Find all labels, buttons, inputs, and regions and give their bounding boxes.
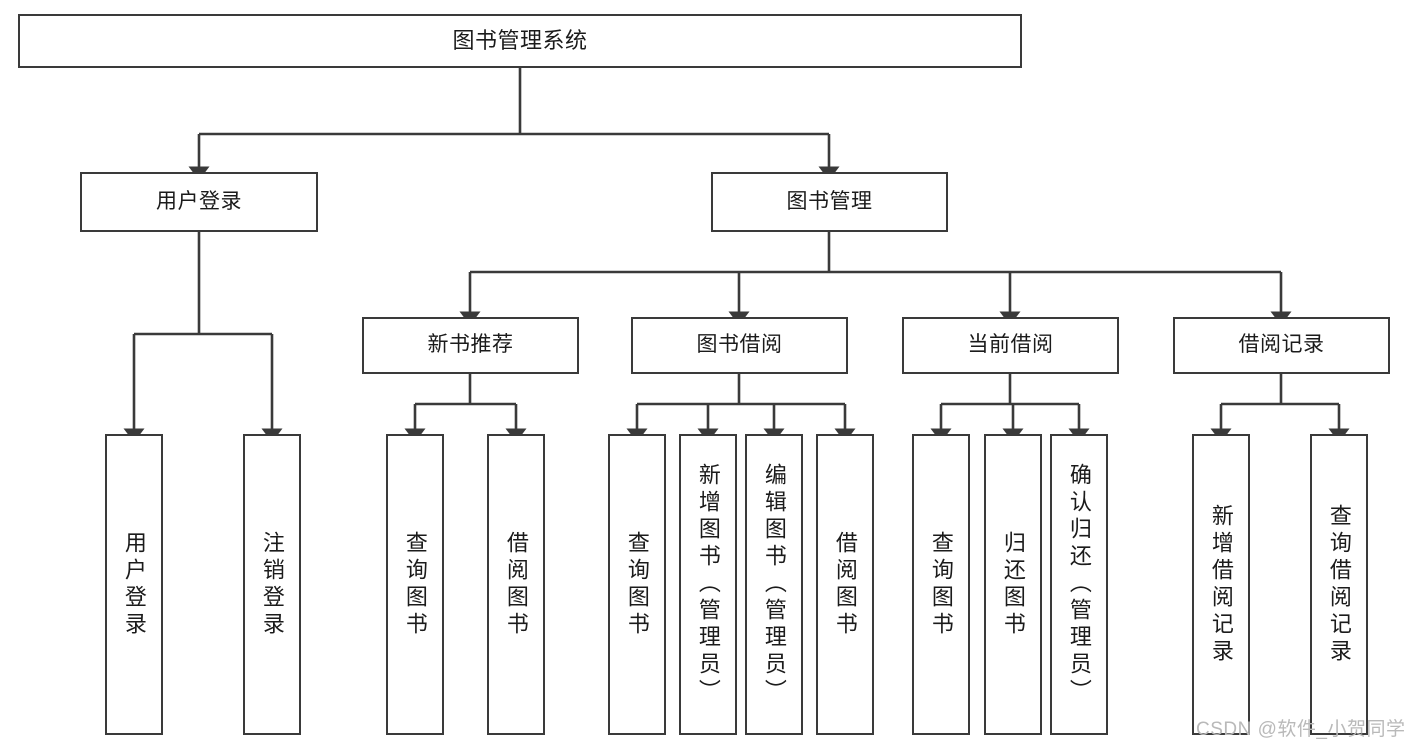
- node-label: 当前借阅: [967, 333, 1054, 357]
- watermark-label: CSDN @软件_小贺同学: [1196, 719, 1405, 740]
- level3-node-1[interactable]: 图书借阅: [631, 317, 848, 374]
- leaf-node-7[interactable]: 借阅图书: [816, 434, 874, 735]
- node-label: 查询图书: [624, 530, 650, 639]
- node-label: 查询借阅记录: [1326, 503, 1352, 666]
- node-label: 图书管理: [786, 189, 873, 213]
- node-label: 新增借阅记录: [1208, 503, 1234, 666]
- level3-node-0[interactable]: 新书推荐: [362, 317, 579, 374]
- leaf-node-4[interactable]: 查询图书: [608, 434, 666, 735]
- node-label: 查询图书: [402, 530, 428, 639]
- leaf-node-9[interactable]: 归还图书: [984, 434, 1042, 735]
- wire-group: [123, 68, 1350, 443]
- leaf-node-0[interactable]: 用户登录: [105, 434, 163, 735]
- level3-node-2[interactable]: 当前借阅: [902, 317, 1119, 374]
- leaf-node-11[interactable]: 新增借阅记录: [1192, 434, 1250, 735]
- node-label: 借阅图书: [832, 530, 858, 639]
- leaf-node-1[interactable]: 注销登录: [243, 434, 301, 735]
- node-label: 图书借阅: [696, 333, 783, 357]
- level2-node-0[interactable]: 用户登录: [80, 172, 318, 232]
- node-label: 图书管理系统: [452, 28, 588, 54]
- node-label: 借阅图书: [503, 530, 529, 639]
- leaf-node-8[interactable]: 查询图书: [912, 434, 970, 735]
- level2-node-1[interactable]: 图书管理: [711, 172, 948, 232]
- leaf-node-3[interactable]: 借阅图书: [487, 434, 545, 735]
- leaf-node-12[interactable]: 查询借阅记录: [1310, 434, 1368, 735]
- leaf-node-10[interactable]: 确认归还（管理员）: [1050, 434, 1108, 735]
- node-label: 查询图书: [928, 530, 954, 639]
- node-label: 用户登录: [121, 530, 147, 639]
- leaf-node-2[interactable]: 查询图书: [386, 434, 444, 735]
- node-label: 新书推荐: [427, 333, 514, 357]
- node-label: 新增图书（管理员）: [695, 463, 721, 706]
- node-label: 编辑图书（管理员）: [761, 463, 787, 706]
- node-label: 借阅记录: [1238, 333, 1325, 357]
- node-label: 归还图书: [1000, 530, 1026, 639]
- node-label: 用户登录: [156, 189, 242, 213]
- node-label: 确认归还（管理员）: [1066, 463, 1092, 706]
- node-label: 注销登录: [259, 530, 285, 639]
- root-node[interactable]: 图书管理系统: [18, 14, 1022, 68]
- leaf-node-5[interactable]: 新增图书（管理员）: [679, 434, 737, 735]
- leaf-node-6[interactable]: 编辑图书（管理员）: [745, 434, 803, 735]
- level3-node-3[interactable]: 借阅记录: [1173, 317, 1390, 374]
